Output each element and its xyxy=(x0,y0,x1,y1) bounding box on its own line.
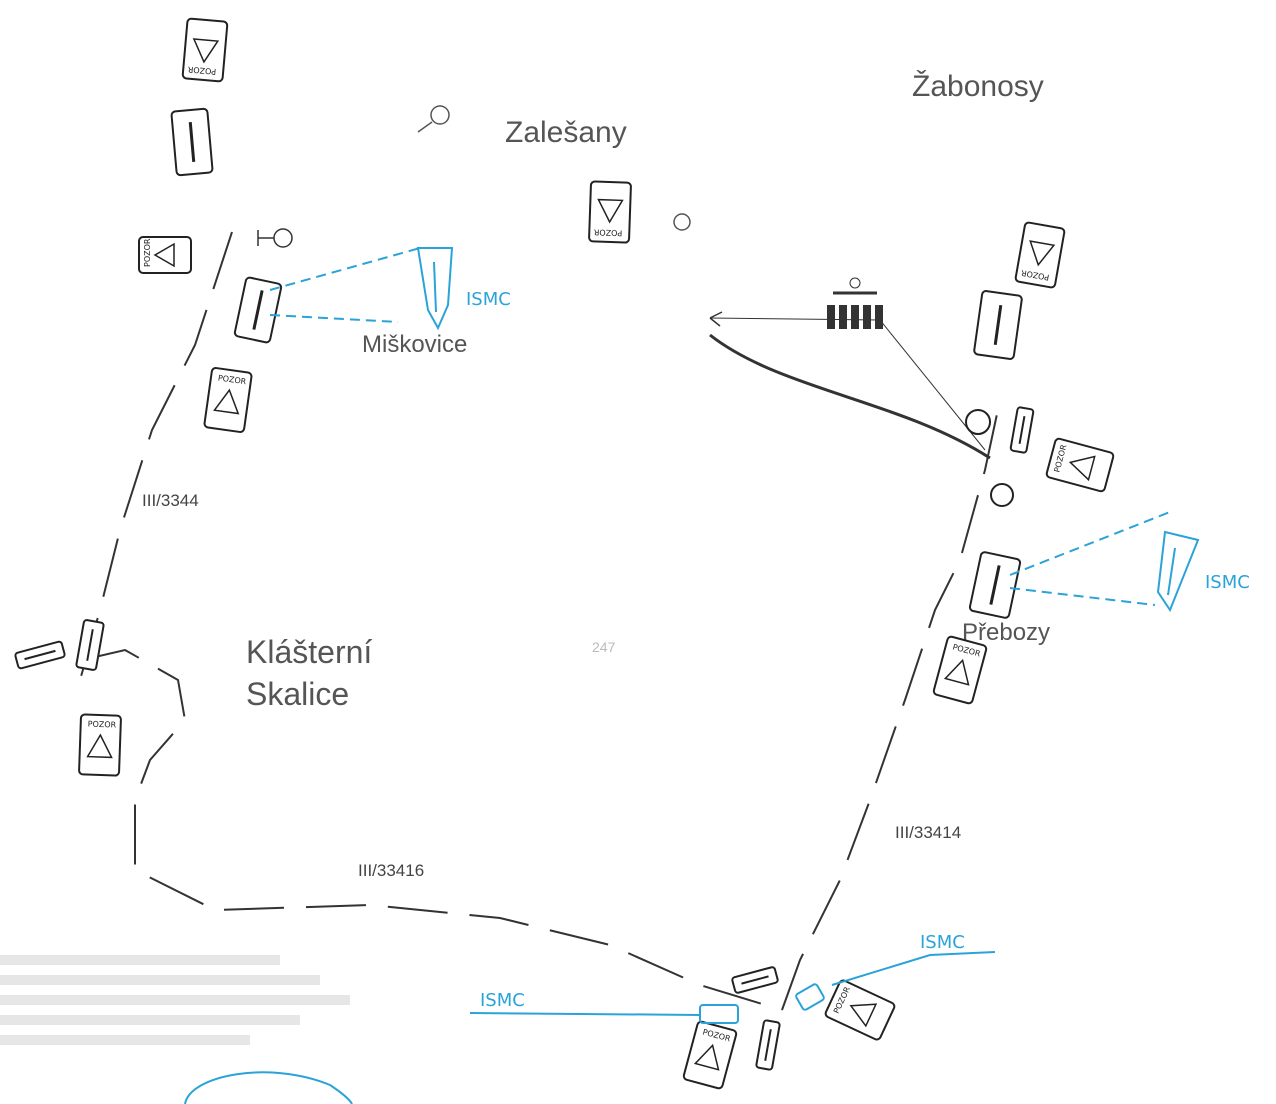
place-klasterni: Klášterní xyxy=(246,634,372,670)
warning-sign-2: POZOR xyxy=(138,236,192,274)
closure-sign-1 xyxy=(170,107,214,177)
road-label-3344: III/3344 xyxy=(142,491,199,510)
detour-arrow-sign-3 xyxy=(731,966,779,994)
road-iii-3344 xyxy=(79,231,233,681)
warning-sign-7: POZOR xyxy=(932,635,988,705)
annotation-ismc-prebozy: ISMC xyxy=(1205,572,1250,593)
closure-sign-2 xyxy=(233,276,283,344)
detour-arrow-sign-4 xyxy=(755,1019,781,1071)
warning-sign-3: POZOR xyxy=(203,367,253,433)
illegible-note xyxy=(0,955,350,1045)
place-prebozy: Přebozy xyxy=(962,619,1050,646)
svg-text:POZOR: POZOR xyxy=(88,720,117,730)
place-zalesany: Zalešany xyxy=(505,116,627,149)
road-label-33416: III/33416 xyxy=(358,861,424,880)
ismc-annotations xyxy=(184,247,1200,1104)
annotation-ismc-bottom-left: ISMC xyxy=(480,990,525,1011)
detour-arrow-sign-1 xyxy=(14,640,66,670)
warning-sign-10: POZOR xyxy=(824,979,896,1041)
warning-sign-6: POZOR xyxy=(1045,437,1115,493)
warning-sign-5: POZOR xyxy=(1014,221,1066,289)
svg-text:POZOR: POZOR xyxy=(143,238,152,267)
svg-text:POZOR: POZOR xyxy=(217,373,247,386)
place-zabonosy: Žabonosy xyxy=(912,70,1044,103)
road-network xyxy=(79,231,1001,1011)
road-iii-33414 xyxy=(781,399,1001,1011)
warning-sign-8: POZOR xyxy=(78,713,122,777)
road-label-33414: III/33414 xyxy=(895,823,961,842)
barrier-symbol xyxy=(827,277,883,329)
center-mark: 247 xyxy=(592,639,616,655)
place-skalice: Skalice xyxy=(246,676,349,712)
warning-sign-9: POZOR xyxy=(682,1020,738,1090)
detour-arrow-sign-2 xyxy=(75,619,105,671)
closure-sign-3 xyxy=(973,290,1023,360)
road-iii-33416 xyxy=(81,648,783,1011)
detour-route xyxy=(709,311,991,460)
detour-arrow-sign-5 xyxy=(1009,406,1035,454)
warning-sign-1: POZOR xyxy=(181,17,229,83)
closure-sign-4 xyxy=(968,551,1022,619)
annotation-ismc-miskovice: ISMC xyxy=(466,289,511,310)
place-miskovice: Miškovice xyxy=(362,331,467,358)
svg-text:POZOR: POZOR xyxy=(187,65,217,76)
annotation-ismc-bottom-right: ISMC xyxy=(920,932,965,953)
svg-text:POZOR: POZOR xyxy=(593,227,622,237)
warning-sign-4: POZOR xyxy=(588,180,632,244)
circle-sign-1 xyxy=(257,105,1014,507)
